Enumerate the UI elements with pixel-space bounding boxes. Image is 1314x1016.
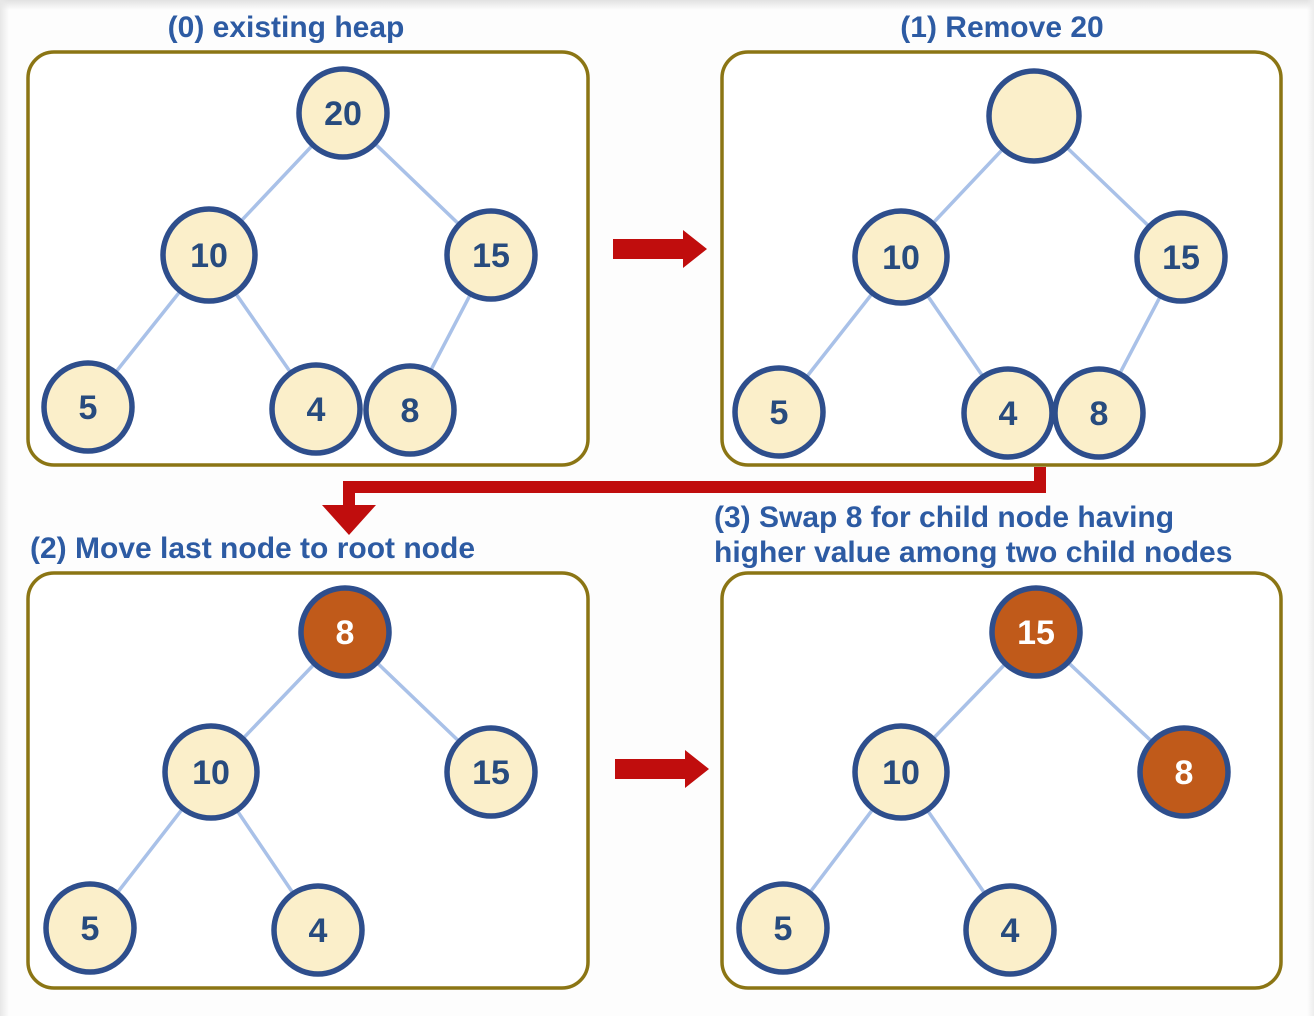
tree-node-label-4: 4 (999, 395, 1018, 433)
tree-node-5 (736, 881, 830, 975)
tree-node-5 (732, 365, 826, 459)
tree-node-8 (298, 585, 392, 679)
panel-box-step-2-move-last-node-to-root (26, 571, 590, 990)
tree-node-label-15: 15 (1162, 239, 1200, 277)
tree-node-label-8: 8 (1175, 754, 1194, 792)
tree-node-15 (989, 585, 1083, 679)
arrow-step1-to-step2-arrowhead-icon (322, 505, 376, 535)
tree-node-5 (41, 360, 135, 454)
tree-node-15 (444, 208, 538, 302)
panel-title-step1: (1) Remove 20 (900, 11, 1104, 44)
tree-node-10 (162, 723, 260, 821)
tree-node-5 (43, 881, 137, 975)
tree-node-label-4: 4 (1001, 912, 1020, 950)
tree-node-label-15: 15 (472, 237, 510, 275)
tree-node-10 (852, 208, 950, 306)
tree-node-label-10: 10 (192, 754, 230, 792)
panel-box-step-3-swap-8-for-higher-child (720, 571, 1283, 990)
tree-node-label-8: 8 (401, 392, 420, 430)
arrow-step0-to-step1-icon (613, 230, 707, 268)
tree-node-label-4: 4 (309, 912, 328, 950)
panel-title-step2: (2) Move last node to root node (30, 532, 476, 565)
tree-node-15 (1134, 210, 1228, 304)
tree-node-4 (961, 366, 1055, 460)
tree-node-label-15: 15 (1017, 614, 1055, 652)
tree-node-20 (296, 66, 390, 160)
tree-node-empty-root (986, 68, 1082, 164)
tree-node-15 (444, 725, 538, 819)
panel-title-step3: (3) Swap 8 for child node having higher … (714, 501, 1233, 569)
panel-title-step0: (0) existing heap (167, 11, 405, 44)
tree-node-8 (1052, 366, 1146, 460)
tree-node-label-5: 5 (79, 389, 98, 427)
panel-box-step-1-remove-20 (720, 50, 1283, 467)
tree-node-label-5: 5 (81, 910, 100, 948)
panel-box-step-0-existing-heap (26, 50, 590, 467)
tree-node-10 (852, 723, 950, 821)
tree-node-4 (269, 362, 363, 456)
tree-node-label-5: 5 (774, 910, 793, 948)
tree-node-8 (1137, 725, 1231, 819)
tree-node-label-10: 10 (190, 237, 228, 275)
tree-node-label-8: 8 (1090, 395, 1109, 433)
arrow-step2-to-step3-icon (615, 750, 709, 788)
tree-node-4 (271, 883, 365, 977)
tree-node-10 (160, 206, 258, 304)
tree-node-label-20: 20 (324, 95, 362, 133)
tree-node-label-5: 5 (770, 394, 789, 432)
tree-node-label-10: 10 (882, 239, 920, 277)
tree-node-label-8: 8 (336, 614, 355, 652)
tree-node-8 (363, 363, 457, 457)
tree-node-4 (963, 883, 1057, 977)
arrow-step1-to-step2-line (343, 467, 1046, 507)
tree-node-label-4: 4 (307, 391, 326, 429)
tree-node-label-10: 10 (882, 754, 920, 792)
tree-node-label-15: 15 (472, 754, 510, 792)
